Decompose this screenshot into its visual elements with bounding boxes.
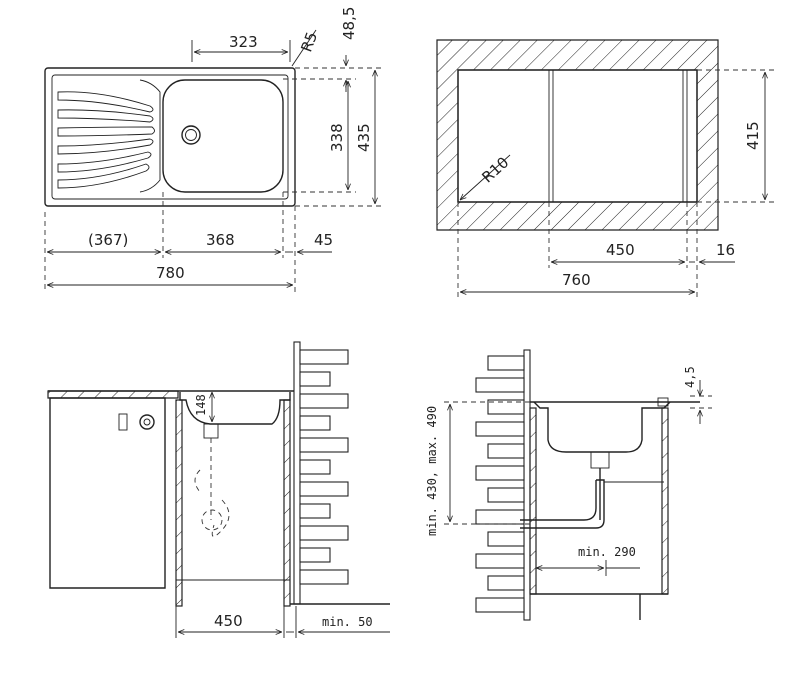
dim-368-label: 368 [206, 231, 235, 249]
brick-wall-right [475, 349, 531, 621]
dim-450-bottom-label: 450 [214, 612, 243, 630]
dim-min-290-label: min. 290 [578, 545, 636, 559]
dim-323-label: 323 [229, 33, 258, 51]
dim-338-label: 338 [328, 123, 346, 152]
sink-inner-rim [51, 74, 289, 200]
dim-780-label: 780 [156, 264, 185, 282]
dim-r5-label: R5 [297, 29, 321, 54]
appliance-knob [139, 414, 155, 430]
brick-wall-left [290, 341, 390, 605]
cutout-opening [457, 69, 698, 203]
sink-profile-side [179, 392, 291, 425]
installation-view-left: 148 450 min. 50 [47, 341, 390, 638]
dim-16-label: 16 [716, 241, 735, 259]
cutout-view: R10 415 450 16 760 [436, 39, 774, 298]
drainer-grooves [57, 79, 161, 193]
sink-plan-view: 323 R5 48,5 338 435 (367) 368 45 [44, 7, 384, 292]
dim-4-5-label: 4,5 [683, 366, 697, 388]
sink-profile-right [533, 401, 671, 453]
dim-760-label: 760 [562, 271, 591, 289]
drain-hole [181, 125, 201, 145]
dim-min-50-label: min. 50 [322, 615, 373, 629]
dim-45-label: 45 [314, 231, 333, 249]
dim-r10-label: R10 [478, 153, 512, 186]
dim-415-label: 415 [744, 121, 762, 150]
dim-148-label: 148 [194, 394, 208, 416]
dim-48-5-label: 48,5 [340, 7, 358, 40]
dim-450-top-label: 450 [606, 241, 635, 259]
installation-view-right: 4,5 min. 430, max. 490 min. 290 [425, 349, 712, 621]
sink-bowl [162, 79, 284, 193]
dim-367-label: (367) [88, 231, 128, 249]
sink-outer-rim [44, 67, 296, 207]
dim-min-max-label: min. 430, max. 490 [425, 406, 439, 536]
dim-435-label: 435 [355, 123, 373, 152]
adjacent-appliance [49, 397, 166, 589]
